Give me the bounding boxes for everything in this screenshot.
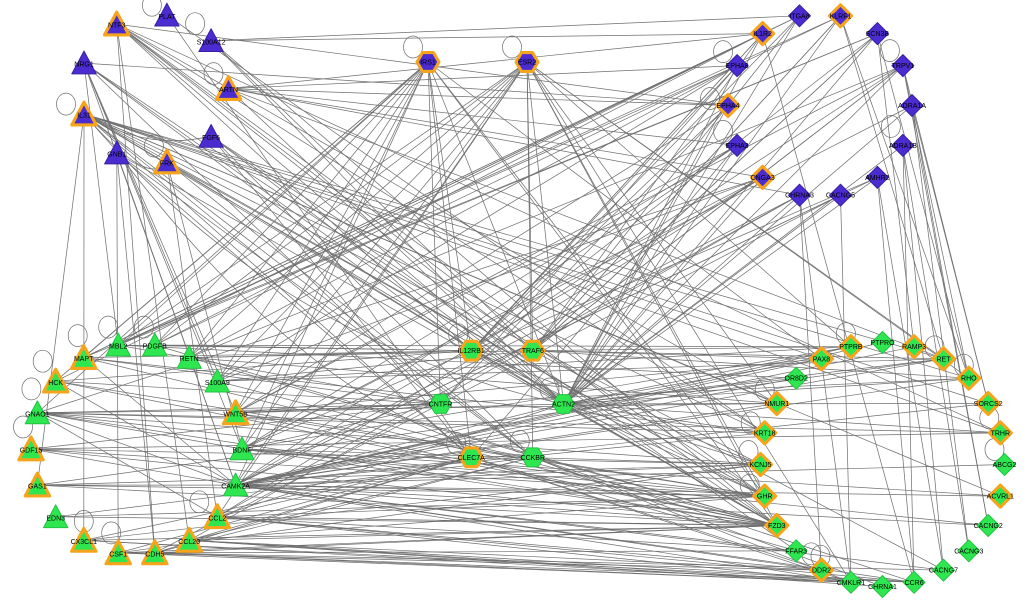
svg-text:ESR2: ESR2 bbox=[518, 60, 536, 67]
svg-text:CACNG5: CACNG5 bbox=[826, 193, 855, 200]
svg-text:PTPRB: PTPRB bbox=[839, 344, 863, 351]
svg-text:CCKBR: CCKBR bbox=[521, 455, 546, 462]
svg-text:EPHA8: EPHA8 bbox=[726, 63, 749, 70]
svg-text:TRHR: TRHR bbox=[991, 430, 1010, 437]
svg-text:DDR2: DDR2 bbox=[812, 568, 831, 575]
svg-text:IL31: IL31 bbox=[77, 113, 91, 120]
svg-text:ADRA1B: ADRA1B bbox=[889, 143, 917, 150]
svg-text:GHR: GHR bbox=[757, 494, 773, 501]
svg-text:NRG1: NRG1 bbox=[74, 62, 94, 69]
svg-text:ADRA1A: ADRA1A bbox=[898, 103, 926, 110]
svg-text:ACTN2: ACTN2 bbox=[552, 402, 575, 409]
svg-text:FZD3: FZD3 bbox=[768, 523, 786, 530]
svg-text:CCR6: CCR6 bbox=[905, 580, 924, 587]
svg-text:CACNG7: CACNG7 bbox=[929, 568, 958, 575]
svg-text:AMHR2: AMHR2 bbox=[865, 175, 890, 182]
svg-text:SORCS2: SORCS2 bbox=[974, 401, 1003, 408]
svg-text:IL1R2: IL1R2 bbox=[753, 31, 772, 38]
svg-text:CCL20: CCL20 bbox=[178, 539, 200, 546]
svg-text:CDH5: CDH5 bbox=[145, 552, 164, 559]
svg-text:CNGA3: CNGA3 bbox=[751, 175, 775, 182]
svg-text:FRK: FRK bbox=[160, 161, 174, 168]
svg-text:MAPT: MAPT bbox=[74, 356, 94, 363]
svg-text:PTPRO: PTPRO bbox=[870, 340, 895, 347]
svg-text:HCK: HCK bbox=[48, 380, 63, 387]
svg-text:ACVRL1: ACVRL1 bbox=[987, 494, 1014, 501]
svg-text:IL12RB1: IL12RB1 bbox=[458, 348, 485, 355]
svg-text:TRPV1: TRPV1 bbox=[892, 63, 915, 70]
svg-text:RHO: RHO bbox=[961, 376, 977, 383]
svg-text:GDF15: GDF15 bbox=[20, 448, 43, 455]
svg-text:CNTFR: CNTFR bbox=[429, 402, 453, 409]
svg-text:CSF1: CSF1 bbox=[109, 552, 127, 559]
svg-text:RAMP3: RAMP3 bbox=[902, 344, 926, 351]
svg-text:CACNG3: CACNG3 bbox=[954, 548, 983, 555]
svg-text:RETN: RETN bbox=[180, 356, 199, 363]
svg-text:FGF6: FGF6 bbox=[202, 135, 220, 142]
svg-text:PAX8: PAX8 bbox=[813, 356, 830, 363]
svg-text:EPHA3: EPHA3 bbox=[726, 143, 749, 150]
svg-text:KLRF1: KLRF1 bbox=[830, 13, 852, 20]
svg-text:CAMK2A: CAMK2A bbox=[221, 484, 250, 491]
svg-text:GNAO1: GNAO1 bbox=[25, 412, 50, 419]
svg-text:GAS1: GAS1 bbox=[28, 484, 47, 491]
svg-text:CHRNA3: CHRNA3 bbox=[785, 193, 814, 200]
svg-text:PDGFB: PDGFB bbox=[143, 344, 167, 351]
svg-text:MBL2: MBL2 bbox=[109, 344, 127, 351]
svg-text:CACNG2: CACNG2 bbox=[974, 523, 1003, 530]
svg-text:WNT5B: WNT5B bbox=[223, 412, 248, 419]
svg-text:NMUR1: NMUR1 bbox=[764, 401, 789, 408]
svg-text:CMKLR1: CMKLR1 bbox=[837, 580, 866, 587]
svg-text:ARTN: ARTN bbox=[219, 87, 238, 94]
svg-text:GNB1: GNB1 bbox=[107, 152, 126, 159]
svg-text:EPHA4: EPHA4 bbox=[717, 103, 740, 110]
svg-text:CLEC7A: CLEC7A bbox=[458, 455, 486, 462]
svg-text:OR8D2: OR8D2 bbox=[785, 376, 808, 383]
svg-text:ABCG2: ABCG2 bbox=[993, 462, 1017, 469]
svg-text:SCN3B: SCN3B bbox=[866, 31, 890, 38]
svg-text:EDN3: EDN3 bbox=[46, 515, 65, 522]
svg-text:NTF3: NTF3 bbox=[108, 23, 126, 30]
svg-text:RET: RET bbox=[937, 356, 952, 363]
svg-text:ITGA8: ITGA8 bbox=[789, 13, 809, 20]
svg-text:KRT18: KRT18 bbox=[754, 430, 776, 437]
svg-text:CCL2: CCL2 bbox=[208, 515, 226, 522]
svg-text:S100A9: S100A9 bbox=[205, 380, 230, 387]
svg-text:BDNF: BDNF bbox=[232, 448, 251, 455]
svg-text:S100A12: S100A12 bbox=[197, 39, 226, 46]
svg-text:PLAT: PLAT bbox=[158, 14, 176, 21]
svg-text:TRAF6: TRAF6 bbox=[522, 348, 544, 355]
svg-text:FFAR3: FFAR3 bbox=[785, 548, 807, 555]
svg-text:IRS1: IRS1 bbox=[420, 60, 436, 67]
svg-text:KCNJ5: KCNJ5 bbox=[749, 462, 771, 469]
svg-text:CX3CL1: CX3CL1 bbox=[71, 539, 98, 546]
svg-text:CHRNA1: CHRNA1 bbox=[868, 584, 897, 591]
